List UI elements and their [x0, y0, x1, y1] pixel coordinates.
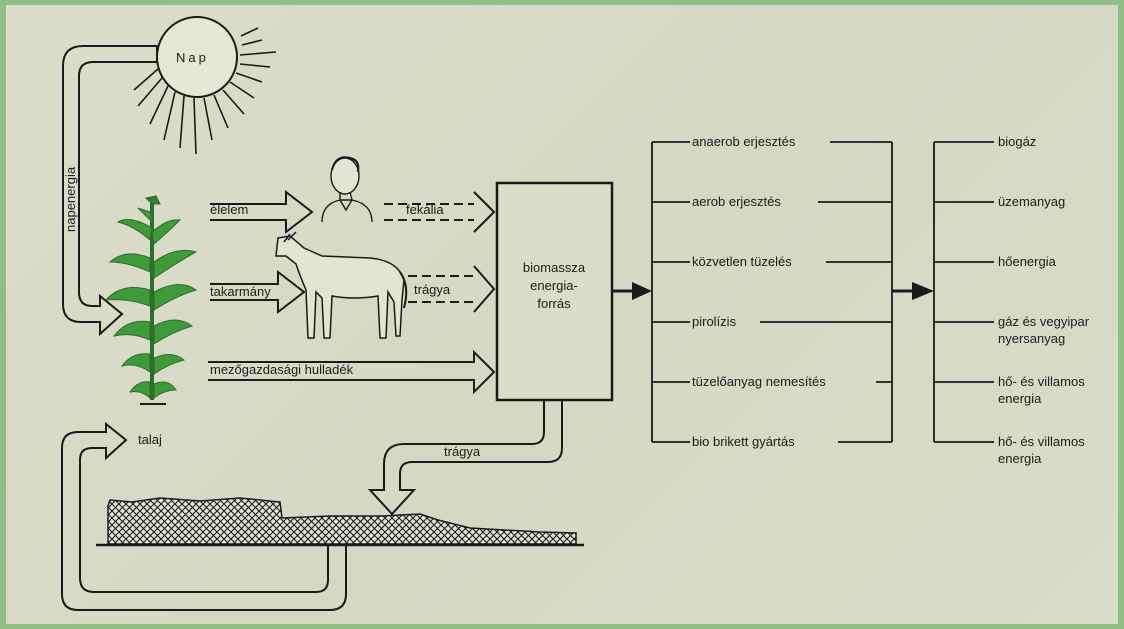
- sun-label: Nap: [176, 50, 209, 65]
- process-item-4: pirolízis: [692, 314, 737, 329]
- hulladek-label: mezőgazdasági hulladék: [210, 362, 354, 377]
- process-to-output-arrow: [892, 282, 934, 300]
- output-item-5-line-2: energia: [998, 391, 1042, 406]
- elelem-arrow: [210, 189, 314, 235]
- process-item-5: tüzelőanyag nemesítés: [692, 374, 826, 389]
- takarmany-arrow: [210, 269, 306, 315]
- output-item-1: biogáz: [998, 134, 1036, 149]
- output-item-4-line-2: nyersanyag: [998, 331, 1065, 346]
- output-item-6-line-1: hő- és villamos: [998, 434, 1085, 449]
- output-item-2: üzemanyag: [998, 194, 1065, 209]
- output-bracket: [933, 141, 994, 443]
- fekalia-label: fekália: [406, 202, 444, 217]
- talaj-return-arrow: [61, 421, 347, 611]
- sun-icon: [133, 16, 277, 155]
- tragya-arrow: [408, 265, 496, 313]
- box-to-process-arrow: [612, 282, 652, 300]
- horse-icon: [275, 231, 408, 339]
- tragya-label: trágya: [414, 282, 451, 297]
- output-item-6-line-2: energia: [998, 451, 1042, 466]
- biomassza-line-3: forrás: [537, 296, 571, 311]
- biomassza-line-2: energia-: [530, 278, 578, 293]
- elelem-label: élelem: [210, 202, 248, 217]
- person-icon: [321, 156, 373, 223]
- process-bracket: [651, 141, 893, 443]
- soil-field-icon: [96, 497, 584, 547]
- output-item-4-line-1: gáz és vegyipar: [998, 314, 1090, 329]
- output-item-3: hőenergia: [998, 254, 1057, 269]
- process-item-3: közvetlen tüzelés: [692, 254, 792, 269]
- process-item-2: aerob erjesztés: [692, 194, 781, 209]
- napenergia-arrow: [62, 45, 158, 337]
- takarmany-label: takarmány: [210, 284, 271, 299]
- talaj-label: talaj: [138, 432, 162, 447]
- fekalia-arrow: [384, 191, 496, 233]
- napenergia-label: napenergia: [63, 166, 78, 232]
- tragya-return-label: trágya: [444, 444, 481, 459]
- process-item-1: anaerob erjesztés: [692, 134, 796, 149]
- process-item-6: bio brikett gyártás: [692, 434, 795, 449]
- tragya-return-arrow: [367, 400, 563, 516]
- output-item-5-line-1: hő- és villamos: [998, 374, 1085, 389]
- biomassza-line-1: biomassza: [523, 260, 586, 275]
- plant-icon: [104, 195, 198, 405]
- hulladek-arrow: [208, 349, 496, 395]
